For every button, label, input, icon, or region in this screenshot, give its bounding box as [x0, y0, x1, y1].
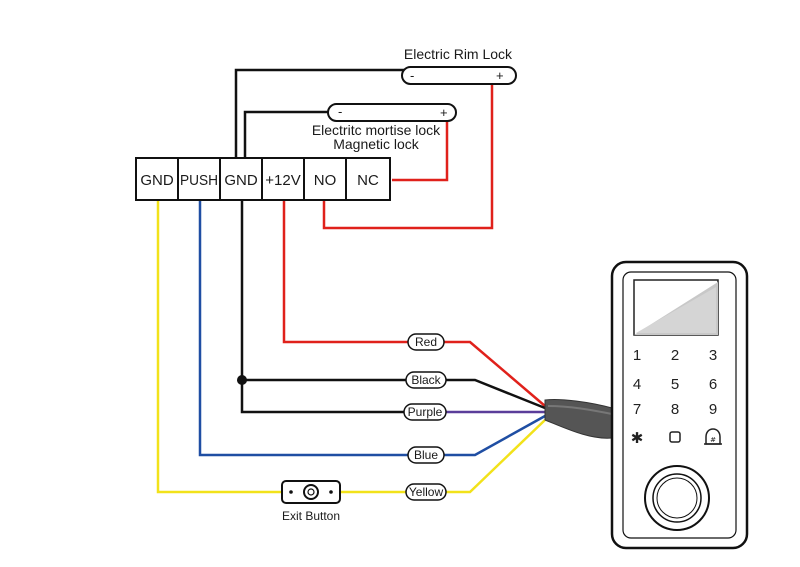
svg-text:Blue: Blue: [414, 448, 438, 462]
key-8: 8: [671, 401, 679, 418]
svg-text:Black: Black: [411, 373, 441, 387]
rim-lock-positive-wire: [322, 84, 494, 230]
key-2: 2: [671, 347, 679, 364]
bell-icon: #: [704, 428, 722, 445]
yellow-wire-right: [444, 419, 546, 494]
rim-lock-body: [401, 66, 517, 85]
black-wire: [240, 200, 408, 414]
svg-text:Red: Red: [415, 335, 437, 349]
mortise-lock-minus: -: [338, 104, 342, 119]
svg-text:Purple: Purple: [408, 405, 443, 419]
terminal-push: PUSH: [180, 172, 218, 189]
exit-button-label: Exit Button: [282, 509, 340, 523]
mortise-lock-plus: +: [440, 105, 448, 120]
key-zero-icon: [669, 431, 681, 443]
yellow-wire: [156, 200, 282, 494]
fingerprint-sensor-icon: [644, 465, 710, 531]
terminal-nc: NC: [357, 172, 379, 189]
key-1: 1: [633, 347, 641, 364]
rim-lock-title: Electric Rim Lock: [404, 46, 513, 62]
key-star-icon: ✱: [631, 430, 644, 447]
access-control-keypad: 1 2 3 4 5 6 7 8 9 ✱ #: [610, 260, 749, 550]
mortise-lock-title: Electritc mortise lock: [312, 122, 441, 138]
key-9: 9: [709, 401, 717, 418]
wire-label-purple: Purple: [403, 403, 447, 421]
wire-label-black: Black: [405, 371, 447, 389]
terminal-block: GND PUSH GND +12V NO NC: [135, 157, 391, 201]
blue-wire-right: [444, 414, 546, 457]
rim-lock-minus: -: [410, 68, 414, 83]
red-wire-right: [444, 340, 546, 407]
terminal-gnd-1: GND: [140, 172, 174, 189]
key-6: 6: [709, 376, 717, 393]
exit-button: [281, 480, 341, 504]
mortise-lock-body: [327, 103, 457, 122]
key-3: 3: [709, 347, 717, 364]
svg-text:#: #: [710, 436, 716, 444]
magnetic-lock-title: Magnetic lock: [333, 136, 420, 152]
black-wire-right: [444, 378, 546, 410]
rim-lock-negative-wire: [234, 68, 408, 160]
key-4: 4: [633, 376, 641, 393]
mortise-lock-positive-wire: [392, 120, 449, 182]
rim-lock-plus: +: [496, 68, 504, 83]
key-5: 5: [671, 376, 679, 393]
red-wire: [282, 200, 408, 344]
terminal-12v: +12V: [265, 172, 300, 189]
key-7: 7: [633, 401, 641, 418]
wire-label-yellow: Yellow: [405, 483, 447, 501]
svg-text:Yellow: Yellow: [409, 485, 444, 499]
terminal-no: NO: [314, 172, 337, 189]
blue-wire: [198, 200, 408, 457]
junction-dot: [237, 375, 247, 385]
wire-label-red: Red: [407, 333, 445, 351]
mortise-lock-negative-wire: [243, 110, 330, 160]
terminal-gnd-2: GND: [224, 172, 258, 189]
wire-label-blue: Blue: [407, 446, 445, 464]
